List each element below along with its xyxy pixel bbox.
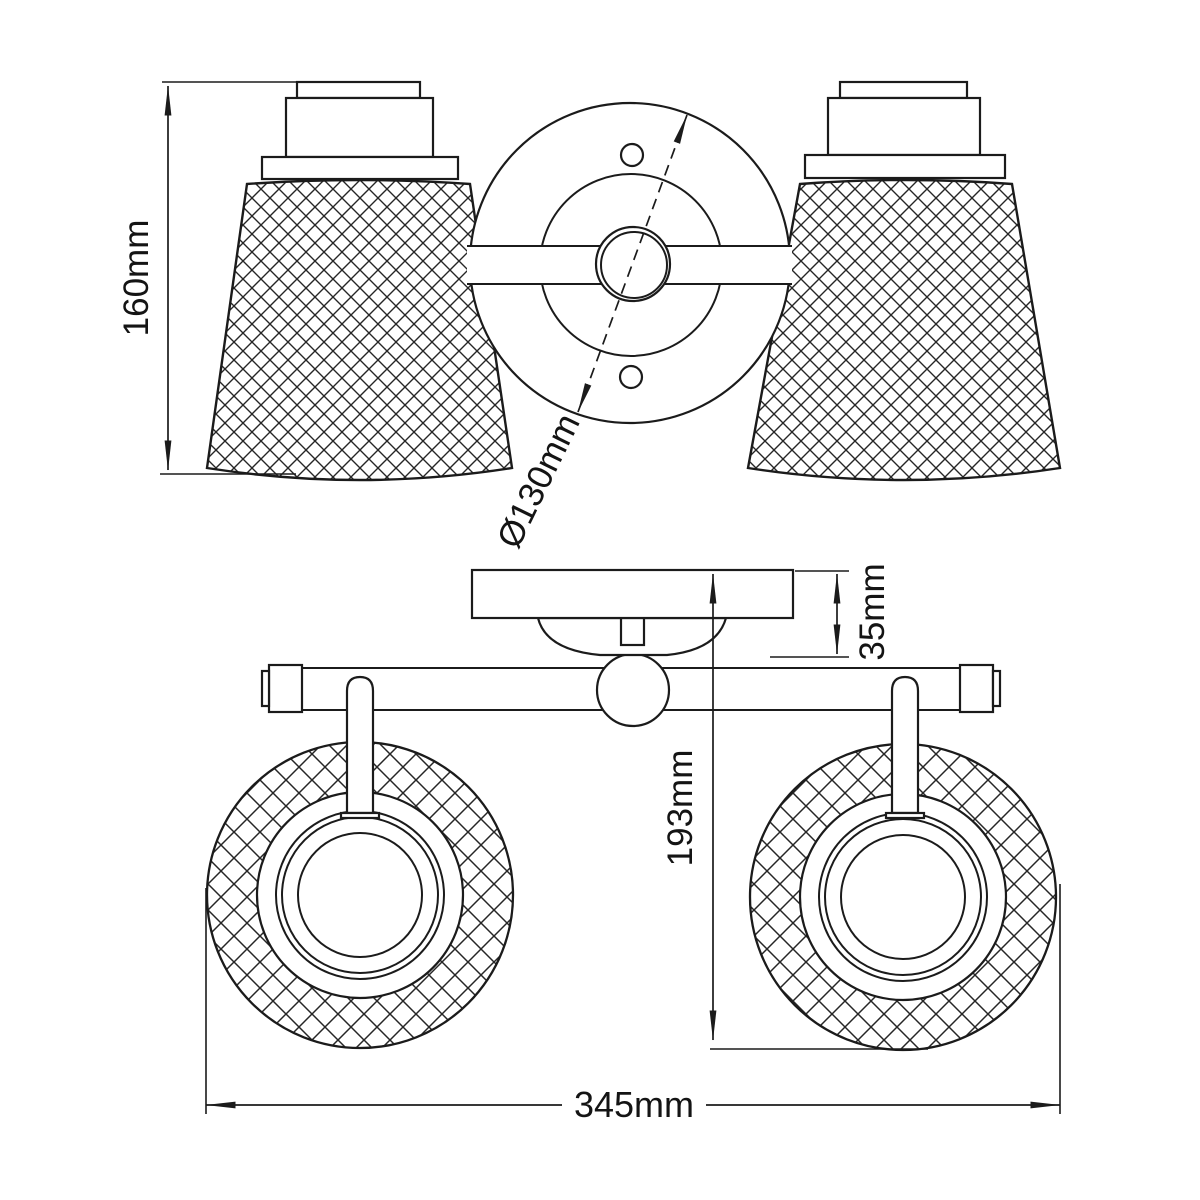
canopy-side [470, 568, 795, 620]
dimension-label-canopy-depth: 35mm [853, 563, 892, 660]
underside-view: 35mm 193mm 345mm [205, 563, 1061, 1125]
right-shade-underside [748, 742, 1058, 1052]
bar-right-cap [958, 663, 995, 714]
dome-stub [619, 616, 646, 647]
left-holder-cap [295, 80, 422, 100]
right-lamp-opening [840, 834, 966, 960]
right-holder-body [826, 96, 982, 157]
backplate-center-hole [594, 225, 672, 303]
dimension-overall-width: 345mm [205, 884, 1061, 1125]
pivot-ball [595, 652, 671, 728]
left-lamp-holder [260, 80, 460, 181]
dimension-shade-height: 160mm [117, 81, 300, 475]
bar-left-tab [260, 669, 271, 708]
left-mesh-shade [205, 178, 514, 482]
bar-right-tab [991, 669, 1002, 708]
dimension-canopy-depth: 35mm [770, 563, 892, 661]
left-holder-rim [260, 155, 460, 181]
left-holder-body [284, 96, 435, 159]
left-lamp-opening [297, 832, 423, 958]
mounting-hole-bottom [618, 364, 644, 390]
left-shade-underside [205, 740, 515, 1050]
right-lamp-holder [803, 80, 1007, 180]
dimension-projection: 193mm [661, 573, 928, 1050]
mounting-hole-top [619, 142, 645, 168]
left-stem [339, 675, 381, 820]
left-stem-flange [339, 811, 381, 820]
right-disc-inner-edge [798, 792, 1008, 1002]
right-stem-body [890, 675, 920, 815]
right-stem [884, 675, 926, 820]
wall-backplate [467, 101, 792, 425]
bar-left-cap [267, 663, 304, 714]
dimension-label-shade-height: 160mm [117, 220, 156, 337]
right-holder-rim [803, 153, 1007, 180]
right-holder-cap [838, 80, 969, 100]
dimension-label-overall-width: 345mm [574, 1084, 694, 1125]
left-stem-body [345, 675, 375, 815]
right-mesh-shade [746, 178, 1062, 482]
dimension-label-projection: 193mm [661, 750, 700, 867]
front-view: Ø130mm 160mm [117, 80, 1062, 554]
right-stem-flange [884, 811, 926, 820]
left-disc-inner-edge [255, 790, 465, 1000]
